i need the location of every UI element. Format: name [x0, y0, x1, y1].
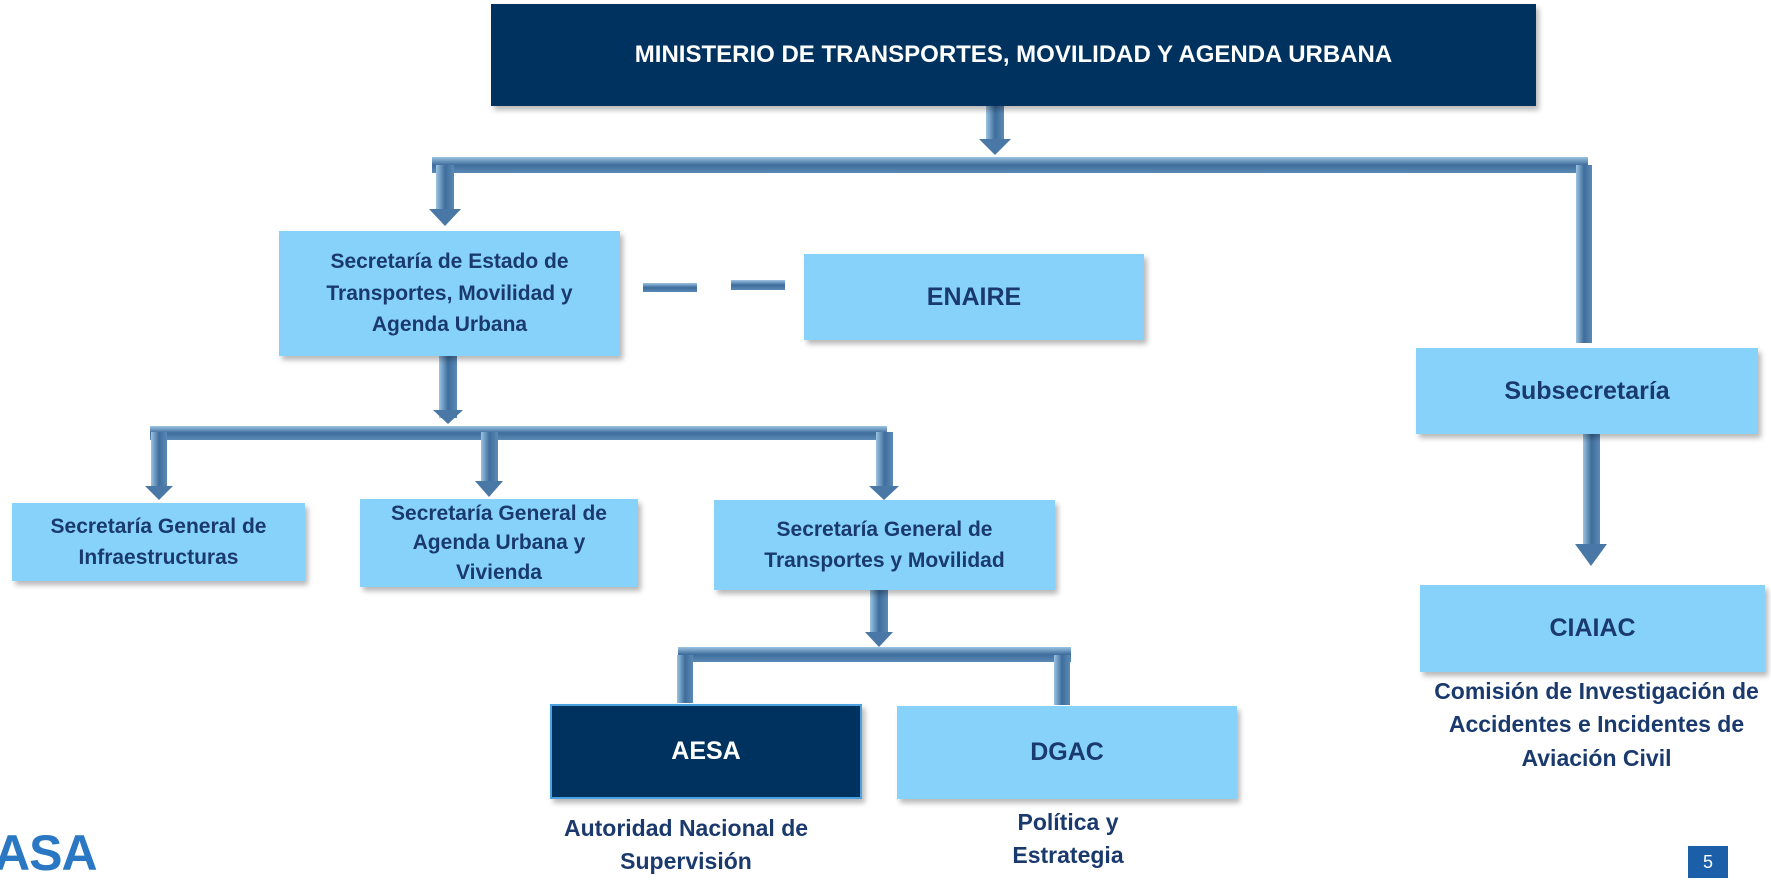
sg-transportes-label: Secretaría General de Transportes y Movi… [764, 517, 1005, 573]
connector-arrow [869, 486, 899, 500]
connector-arrow [433, 410, 463, 424]
connector-arrow [979, 139, 1011, 155]
aesa-box: AESA [550, 704, 862, 799]
sg-infraestructuras-box: Secretaría General de Infraestructuras [12, 503, 305, 581]
ciaiac-box: CIAIAC [1420, 585, 1765, 672]
connector-line [151, 432, 167, 487]
connector-shapes [145, 100, 1607, 705]
page-number: 5 [1688, 846, 1728, 878]
connector-line [150, 426, 887, 440]
connector-line [432, 157, 1588, 173]
connector-line [481, 432, 498, 482]
enaire-label: ENAIRE [926, 282, 1022, 311]
sg-transportes-box: Secretaría General de Transportes y Movi… [714, 500, 1055, 590]
aesa-caption: Autoridad Nacional de Supervisión [563, 815, 809, 875]
connector-arrow [429, 209, 461, 226]
connector-dash [731, 280, 785, 290]
connector-line [439, 356, 457, 418]
subsecretaria-label: Subsecretaría [1504, 376, 1670, 405]
ministerio-label: MINISTERIO DE TRANSPORTES, MOVILIDAD Y A… [634, 41, 1393, 68]
connector-line [1576, 165, 1592, 343]
dgac-box: DGAC [897, 706, 1237, 799]
secretaria-estado-label: Secretaría de Estado de Transportes, Mov… [326, 250, 573, 337]
ciaiac-caption: Comisión de Investigación de Accidentes … [1434, 678, 1759, 771]
sg-infraestructuras-label: Secretaría General de Infraestructuras [50, 514, 267, 570]
connector-arrow [475, 481, 503, 497]
dgac-caption: Política y Estrategia [1012, 809, 1124, 869]
ministerio-box: MINISTERIO DE TRANSPORTES, MOVILIDAD Y A… [491, 4, 1536, 106]
connector-dash [643, 283, 697, 292]
connector-line [870, 590, 888, 632]
connector-arrow [145, 486, 173, 500]
connector-arrow [1575, 544, 1607, 566]
connector-arrow [865, 632, 893, 647]
sg-agenda-urbana-label: Secretaría General de Agenda Urbana y Vi… [391, 501, 607, 584]
connector-line [678, 647, 1071, 662]
connector-line [436, 165, 454, 212]
connector-line [986, 100, 1004, 142]
secretaria-estado-box: Secretaría de Estado de Transportes, Mov… [279, 231, 620, 356]
aesa-logo: ASA [0, 825, 98, 881]
enaire-box: ENAIRE [804, 254, 1144, 340]
ciaiac-label: CIAIAC [1549, 614, 1636, 642]
connector-line [677, 655, 693, 703]
aesa-label: AESA [671, 737, 741, 765]
subsecretaria-box: Subsecretaría [1416, 348, 1758, 434]
connector-line [1054, 655, 1070, 705]
dgac-label: DGAC [1030, 738, 1104, 766]
sg-agenda-urbana-box: Secretaría General de Agenda Urbana y Vi… [360, 499, 638, 587]
connector-line [1583, 434, 1600, 544]
connector-line [876, 432, 893, 486]
